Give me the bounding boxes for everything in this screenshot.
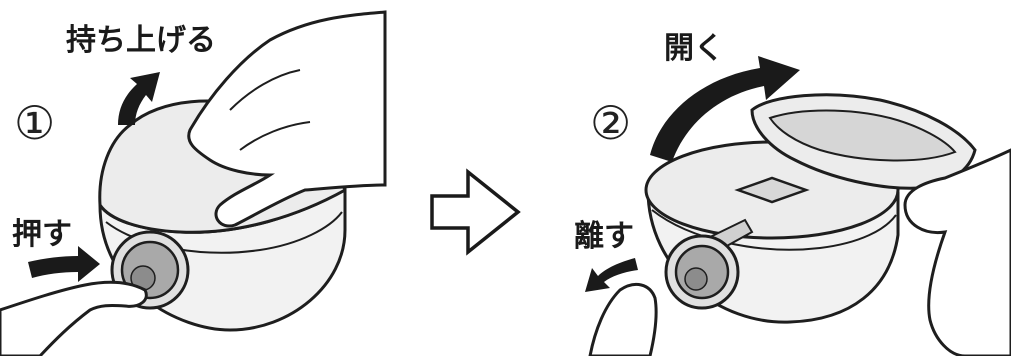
releasing-hand-2 [590, 284, 656, 356]
step-number-1: ① [14, 100, 55, 146]
step-1-illustration [0, 12, 385, 356]
label-lift: 持ち上げる [66, 26, 216, 56]
label-press: 押す [12, 220, 72, 250]
step-2-illustration [585, 56, 1011, 356]
outline-right-arrow-icon [432, 172, 518, 252]
pressing-hand-1 [0, 282, 146, 356]
label-release: 離す [574, 222, 634, 252]
label-open: 開く [664, 34, 724, 64]
push-button-2 [666, 236, 738, 308]
step-number-2: ② [590, 100, 631, 146]
